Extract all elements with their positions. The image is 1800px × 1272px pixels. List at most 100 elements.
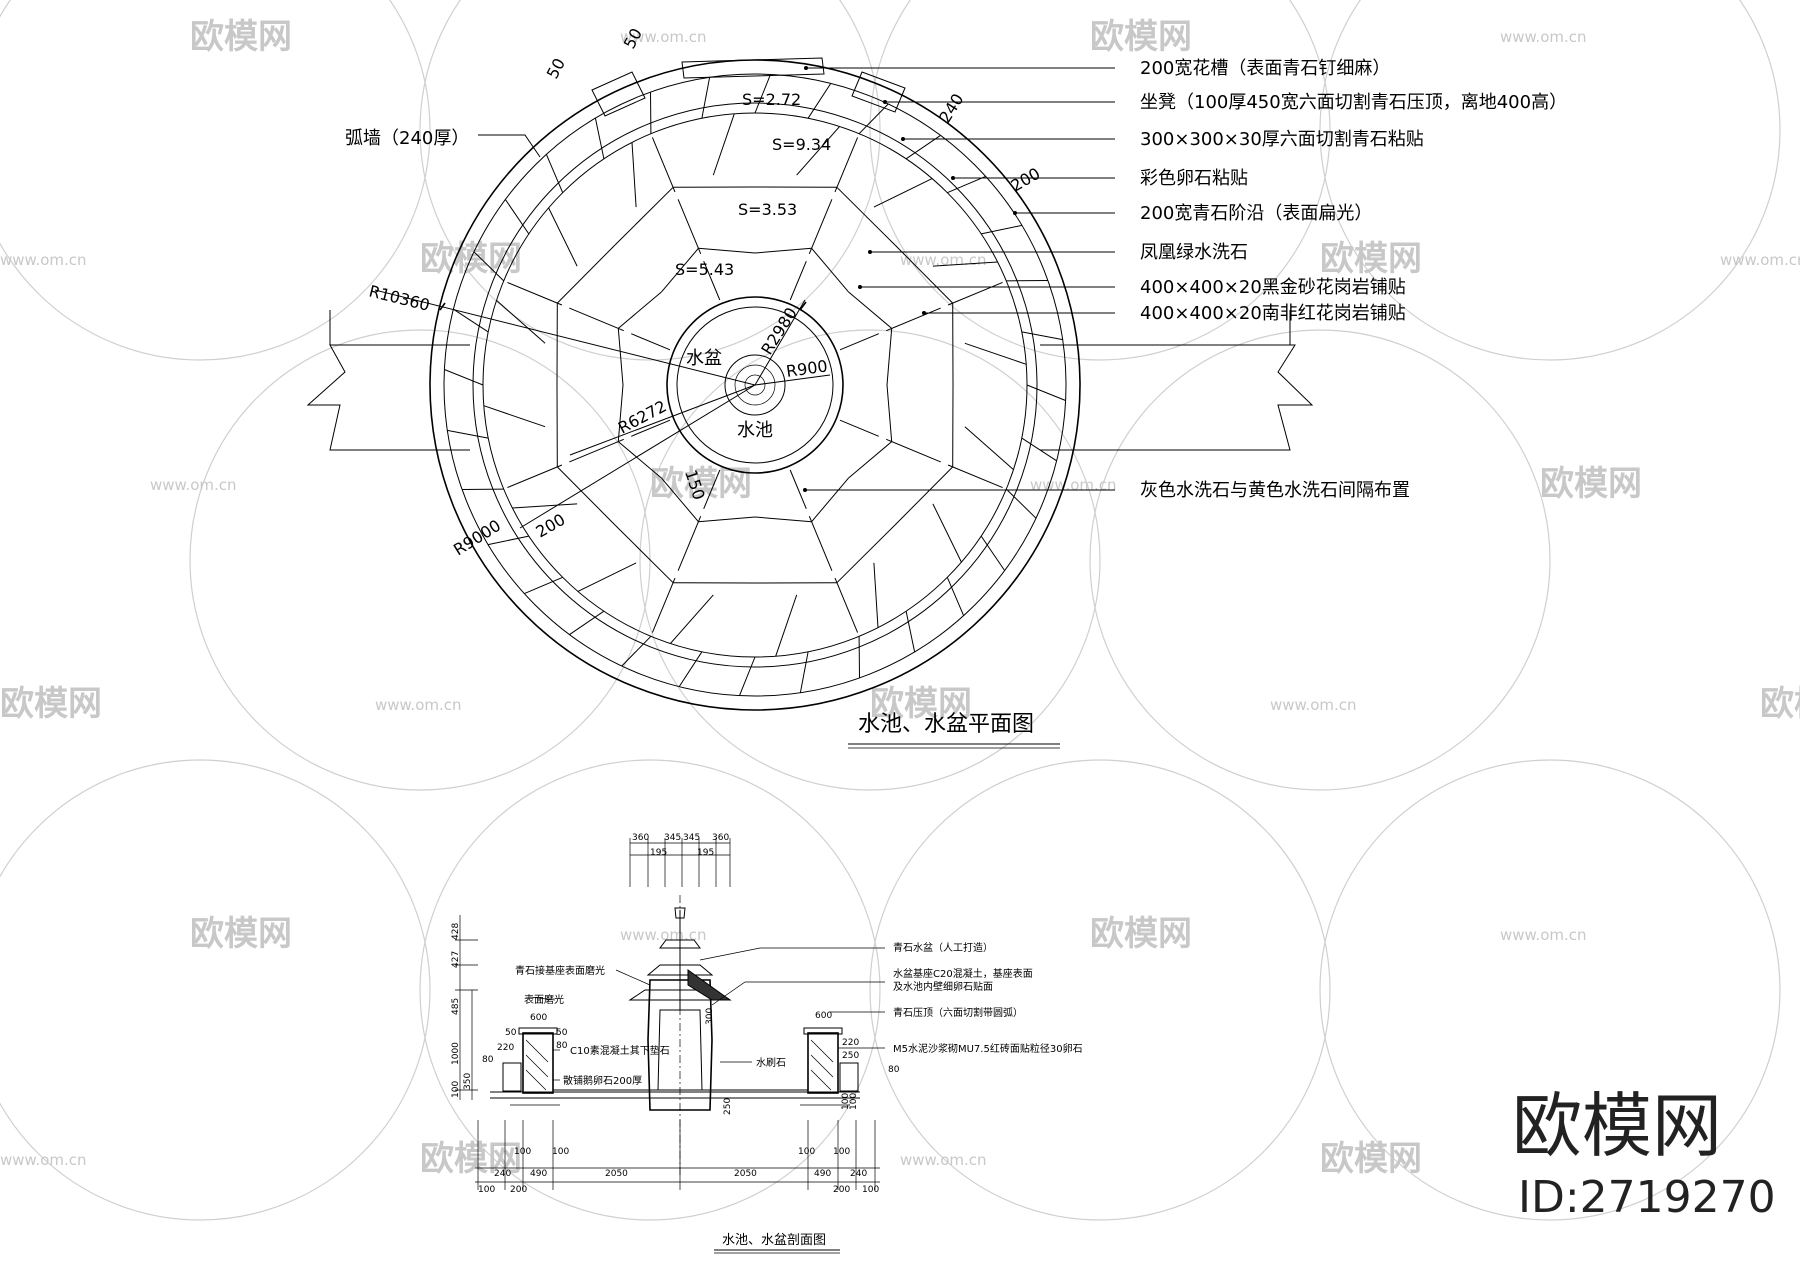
watermark-url: www.om.cn: [375, 696, 462, 714]
top-dim: 360: [712, 833, 729, 843]
paving-joint: [886, 384, 893, 442]
section-note: 及水池内壁细卵石贴面: [893, 980, 993, 993]
paving-joint: [886, 307, 941, 332]
watermark-brand: 欧模网: [0, 684, 102, 724]
paving-joint: [807, 83, 832, 119]
paving-joint: [631, 333, 671, 351]
paving-joint: [631, 142, 637, 208]
paving-joint: [739, 656, 756, 696]
paving-joint: [834, 577, 859, 633]
paving-joint: [789, 261, 807, 301]
paving-joint: [678, 651, 703, 687]
right-wall: [807, 1032, 839, 1094]
paving-joint: [808, 199, 833, 254]
section-note: 青石压顶（六面切割带圆弧）: [893, 1006, 1023, 1019]
small-dim: 100: [849, 1093, 859, 1110]
left-dim: 220: [497, 1043, 514, 1053]
paving-joint: [487, 535, 529, 546]
paving-joint: [631, 419, 671, 437]
small-dim: 220: [842, 1038, 859, 1048]
watermark-brand: 欧模网: [190, 17, 292, 57]
area-label: S=2.72: [742, 90, 801, 109]
planters: [591, 57, 906, 117]
paving-joint: [453, 308, 489, 333]
small-dim: 250: [723, 1098, 733, 1115]
plan-note: 200宽青石阶沿（表面扁光）: [1140, 203, 1372, 224]
paving-joint: [504, 199, 530, 235]
bottom-dim: 490: [814, 1169, 831, 1179]
paving-joint: [496, 300, 546, 344]
paving-joint: [614, 524, 674, 584]
paving-joint: [839, 333, 879, 351]
plan-side-walls: [306, 310, 1314, 451]
pot-pedestal: [647, 979, 713, 1111]
paving-joint: [847, 441, 893, 479]
paving-joint: [873, 562, 879, 628]
section-title: 水池、水盆剖面图: [722, 1233, 826, 1248]
paving-joint: [569, 307, 624, 332]
paving-joint: [594, 117, 605, 159]
paving-joint: [947, 175, 986, 194]
paving-joint: [964, 342, 1027, 365]
small-dim: 80: [888, 1065, 900, 1075]
section-note: 青石接基座表面磨光: [515, 964, 605, 977]
plan-note: 400×400×20黑金砂花岗岩铺贴: [1140, 277, 1406, 298]
area-label: S=3.53: [738, 200, 797, 219]
paving-joint: [834, 137, 859, 193]
pot-edge: [724, 354, 786, 416]
paving-joint: [839, 419, 879, 437]
paving-joint: [651, 577, 676, 633]
paving-joint: [617, 384, 624, 442]
paving-joint: [836, 524, 896, 584]
plan-title: 水池、水盆平面图: [858, 712, 1034, 737]
paving-joint: [703, 469, 721, 509]
paving-joint: [556, 466, 616, 526]
paving-joint: [964, 426, 1014, 470]
left-dim: 50: [505, 1028, 517, 1038]
paving-joint: [894, 466, 954, 526]
area-label: S=9.34: [772, 135, 831, 154]
paving-joint: [677, 199, 702, 254]
section-note: 青石水盆（人工打造）: [893, 941, 993, 954]
section-note: 表面磨光: [524, 993, 564, 1006]
paving-joint: [677, 516, 702, 571]
left-dim: 485: [451, 998, 461, 1015]
watermark-brand: 欧模网: [1090, 17, 1192, 57]
pool-edge: [666, 296, 844, 474]
paving-joint: [980, 535, 1006, 571]
paving-joint: [661, 477, 699, 523]
bottom-dim: 100: [478, 1185, 495, 1195]
dim-label: 50: [543, 55, 569, 82]
paving-joint: [754, 516, 812, 523]
section-left-dims: [455, 915, 478, 1100]
paving-joint: [617, 328, 624, 386]
pool-label: 水池: [737, 420, 773, 441]
bottom-dim: 200: [833, 1185, 850, 1195]
watermark-brand: 欧模网: [1760, 684, 1800, 724]
section-bottom-dims: [475, 1120, 880, 1190]
watermark-url: www.om.cn: [1500, 28, 1587, 46]
section-note: 水盆基座C20混凝土，基座表面: [893, 967, 1033, 980]
left-wall: [522, 1032, 554, 1094]
paving-joint: [698, 516, 756, 523]
bottom-dim: 200: [510, 1185, 527, 1195]
bottom-dim: 240: [494, 1169, 511, 1179]
small-dim: 300: [705, 1008, 715, 1025]
watermark-layer: 欧模网 欧模网 www.om.cn www.om.cn 欧模网 欧模网 www.…: [0, 0, 1800, 1221]
paving-joint: [512, 503, 578, 509]
paving-joint: [577, 562, 637, 592]
paving-joint: [847, 291, 893, 329]
watermark-url: www.om.cn: [1500, 926, 1587, 944]
paving-joint: [799, 651, 809, 693]
paving-joint: [545, 154, 564, 193]
paving-joint: [886, 438, 941, 463]
paving-joint: [932, 261, 998, 267]
watermark-url: www.om.cn: [1030, 476, 1117, 494]
area-label: S=5.43: [675, 260, 734, 279]
paving-joint: [507, 281, 563, 306]
section-right-leaders: [699, 947, 885, 1063]
top-dim: 195: [650, 848, 667, 858]
paving-joint: [473, 251, 505, 282]
paving-joint: [775, 594, 798, 657]
